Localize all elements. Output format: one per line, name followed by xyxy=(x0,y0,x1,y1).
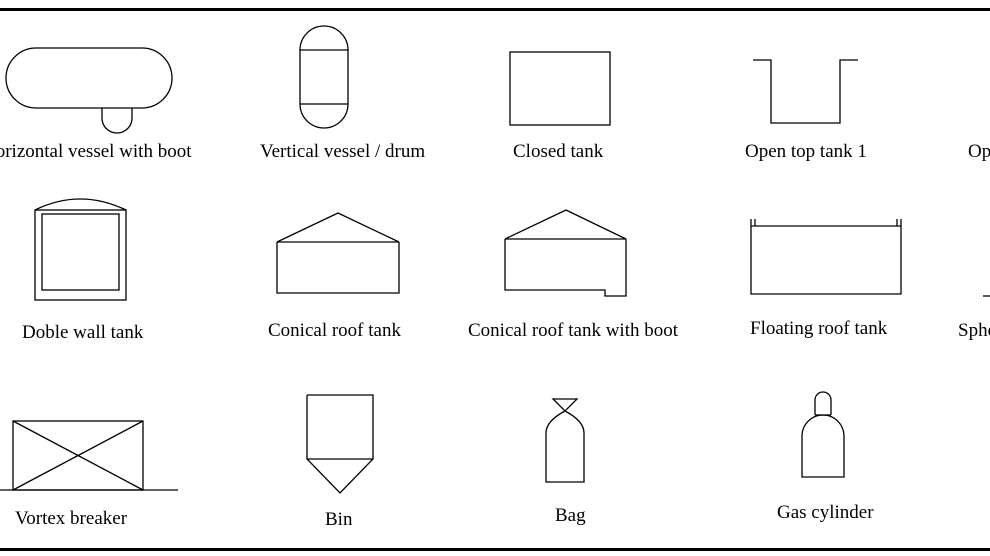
caption-open-top-tank-1: Open top tank 1 xyxy=(745,141,867,162)
caption-gas-cylinder: Gas cylinder xyxy=(777,502,874,523)
caption-open-top-tank-2: Open top tank 2 xyxy=(968,141,990,162)
caption-bin: Bin xyxy=(325,509,353,530)
caption-conical-roof-tank-with-boot: Conical roof tank with boot xyxy=(468,320,679,341)
floating-roof-tank-symbol xyxy=(750,219,902,295)
bin-symbol xyxy=(306,394,374,494)
spherical-tank-symbol xyxy=(983,295,990,297)
caption-horizontal-vessel-with-boot: Horizontal vessel with boot xyxy=(0,141,192,162)
caption-doble-wall-tank: Doble wall tank xyxy=(22,322,144,343)
bottom-border xyxy=(0,548,990,551)
closed-tank-symbol xyxy=(509,51,611,126)
gas-cylinder-symbol xyxy=(801,391,845,478)
conical-roof-tank-with-boot-symbol xyxy=(504,209,627,297)
bag-symbol xyxy=(545,398,585,483)
horizontal-vessel-with-boot-symbol xyxy=(5,47,173,134)
open-top-tank-1-symbol xyxy=(753,59,858,124)
conical-roof-tank-symbol xyxy=(276,212,400,294)
caption-vertical-vessel-drum: Vertical vessel / drum xyxy=(260,141,426,162)
caption-closed-tank: Closed tank xyxy=(513,141,604,162)
vortex-breaker-symbol xyxy=(0,420,178,491)
caption-floating-roof-tank: Floating roof tank xyxy=(750,318,888,339)
caption-bag: Bag xyxy=(555,505,586,526)
vertical-vessel-drum-symbol xyxy=(299,25,349,129)
top-border xyxy=(0,8,990,11)
caption-conical-roof-tank: Conical roof tank xyxy=(268,320,401,341)
caption-spherical-tank: Spherical tank xyxy=(958,320,990,341)
doble-wall-tank-symbol xyxy=(34,198,127,301)
caption-vortex-breaker: Vortex breaker xyxy=(15,508,128,529)
